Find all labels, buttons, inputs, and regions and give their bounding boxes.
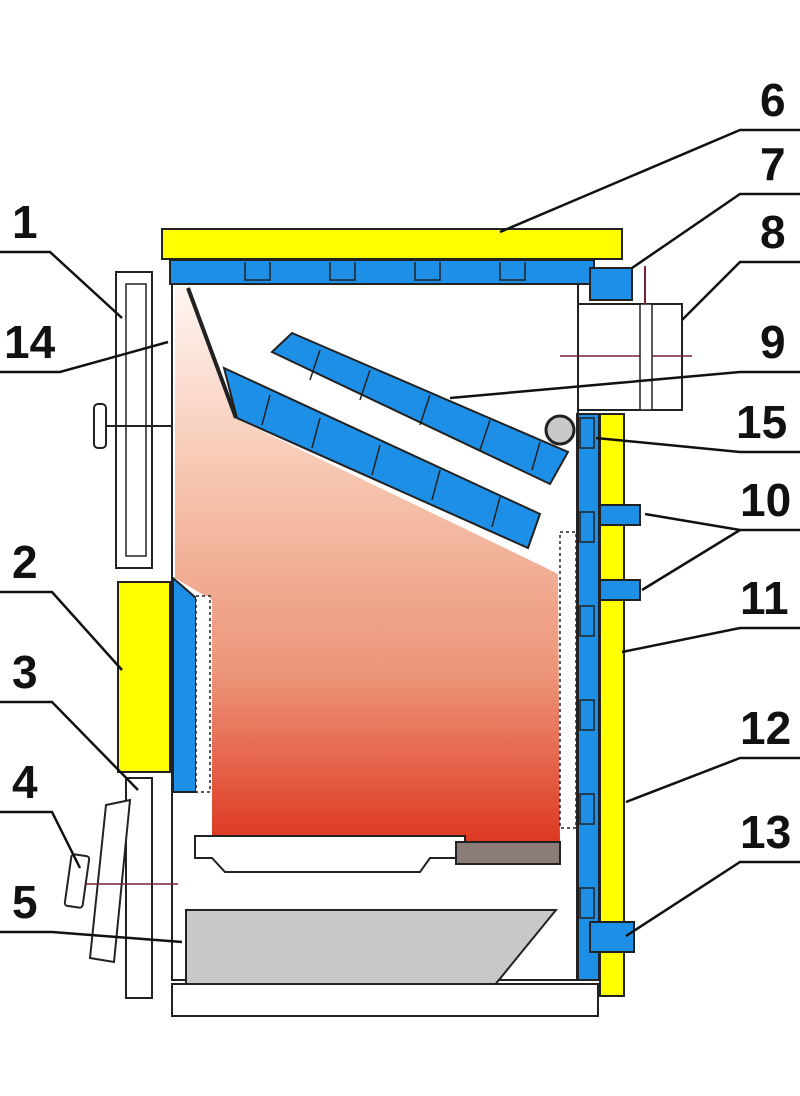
grate: [194, 835, 466, 873]
callout-3: 3: [12, 646, 38, 698]
callout-15: 15: [736, 396, 787, 448]
right-chamotte-lining: [559, 531, 577, 829]
callout-2: 2: [12, 536, 38, 588]
lower-baffle-plate: [222, 366, 542, 550]
sensor-socket-upper: [599, 504, 641, 526]
air-regulator-knob: [63, 853, 91, 909]
callout-9: 9: [760, 316, 786, 368]
grate-bar: [455, 841, 561, 865]
loading-door-handle: [93, 403, 107, 449]
upper-baffle-plate: [270, 331, 570, 486]
left-chamotte-lining: [195, 595, 211, 793]
top-water-jacket: [169, 259, 595, 285]
leader-lines: [0, 128, 800, 944]
front-insulation-panel: [117, 581, 171, 773]
right-insulation: [599, 413, 625, 997]
sensor-sleeve: [544, 414, 576, 446]
return-connection: [589, 921, 635, 953]
ash-pan: [185, 909, 559, 987]
flow-connection: [589, 267, 633, 301]
inner-frame: [171, 283, 579, 981]
callout-labels: 1 14 2 3 4 5 6 7 8 9 15 10 11 12 13: [4, 74, 791, 928]
loading-door-inner: [125, 283, 147, 557]
callout-14: 14: [4, 316, 56, 368]
right-jacket-ribs: [579, 417, 595, 919]
flue-damper: [639, 303, 653, 411]
callout-6: 6: [760, 74, 786, 126]
combustion-chamber: [175, 287, 560, 842]
top-jacket-ribs: [244, 262, 526, 281]
callout-5: 5: [12, 876, 38, 928]
callout-7: 7: [760, 138, 786, 190]
deflector-plate: [186, 287, 238, 419]
ash-door-frame: [125, 777, 153, 999]
base-plate: [171, 983, 599, 1017]
callout-13: 13: [740, 806, 791, 858]
callout-10: 10: [740, 474, 791, 526]
callout-12: 12: [740, 702, 791, 754]
callout-1: 1: [12, 196, 38, 248]
top-insulation: [161, 228, 623, 260]
baffle-ribs: [261, 349, 541, 528]
front-lower-water-jacket: [172, 575, 197, 793]
callout-11: 11: [740, 572, 789, 624]
ash-door: [88, 798, 132, 964]
sensor-socket-lower: [599, 579, 641, 601]
callout-4: 4: [12, 756, 38, 808]
callout-8: 8: [760, 206, 786, 258]
flue-outlet: [577, 303, 683, 411]
